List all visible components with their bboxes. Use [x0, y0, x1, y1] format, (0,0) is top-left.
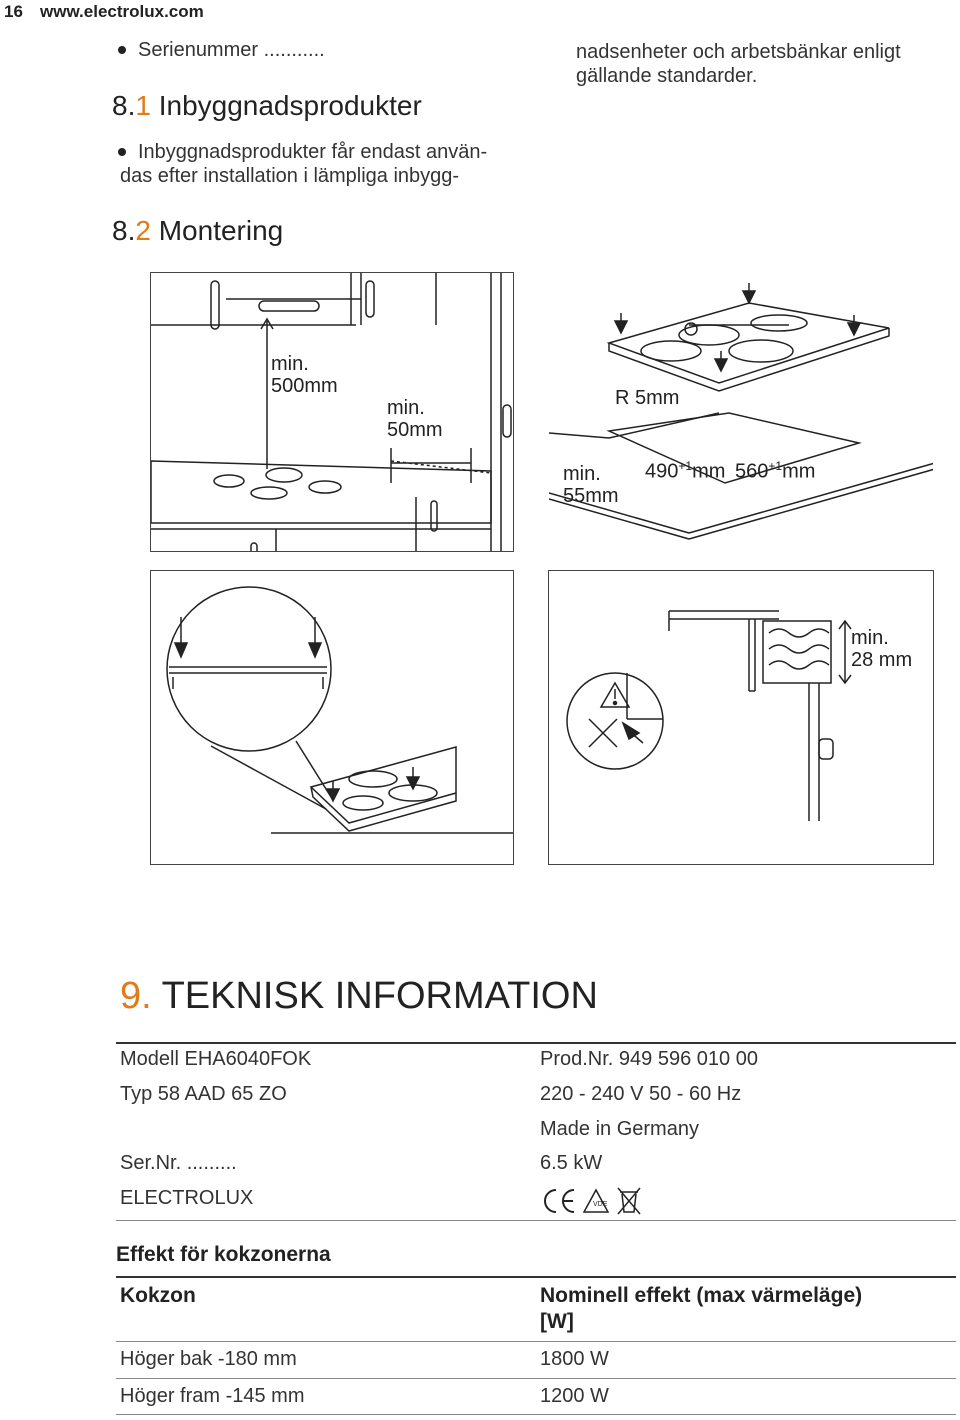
section-title: Inbyggnadsprodukter [158, 90, 422, 121]
bullet-dot [118, 148, 126, 156]
radius-label: R 5mm [615, 387, 680, 409]
table-row-power: 1800 W [540, 1348, 609, 1370]
min-500-label-line1: min. [271, 353, 309, 375]
min-50-label-line1: min. [387, 397, 425, 419]
section-number-accent: 1 [135, 90, 151, 121]
tech-cell: 220 - 240 V 50 - 60 Hz [540, 1083, 742, 1105]
tech-cell: ELECTROLUX [120, 1187, 254, 1209]
figure-cutout-dimensions: R 5mm min. 55mm 490+1mm 560+1mm [548, 272, 934, 552]
seal-detail-illustration [166, 586, 513, 834]
width-value: 560 [735, 460, 769, 483]
page-number: 16 [4, 2, 23, 21]
figure-cabinet-clearance: min. 500mm min. 50mm [150, 272, 514, 552]
table-top-rule [116, 1042, 956, 1044]
table-row-power: 1200 W [540, 1385, 609, 1407]
cabinet-clearance-illustration [151, 273, 512, 551]
bullet-dot [118, 46, 126, 54]
section-title: TEKNISK INFORMATION [161, 975, 598, 1017]
tech-cell: Made in Germany [540, 1118, 699, 1140]
section-8-1-heading: 8.1 Inbyggnadsprodukter [112, 90, 422, 122]
section-title: Montering [158, 215, 284, 246]
header-rule [116, 1341, 956, 1342]
section-number: 9. [120, 975, 152, 1017]
col-header-power-line1: Nominell effekt (max värmeläge) [540, 1284, 863, 1307]
serial-number-bullet: Serienummer ........... [138, 39, 325, 61]
width-tolerance: +1 [768, 459, 783, 473]
table-bottom-rule [116, 1220, 956, 1221]
tech-cell: Ser.Nr. ......... [120, 1152, 237, 1174]
svg-text:VDE: VDE [593, 1201, 608, 1208]
power-section-title: Effekt för kokzonerna [116, 1243, 331, 1266]
section-number-accent: 2 [135, 215, 151, 246]
min-50-label-line2: 50mm [387, 419, 443, 441]
min-28-label-line1: min. [851, 627, 889, 649]
section-9-heading: 9. TEKNISK INFORMATION [120, 975, 598, 1018]
tech-cell: Typ 58 AAD 65 ZO [120, 1083, 287, 1105]
header-url: www.electrolux.com [40, 2, 204, 21]
cutout-depth-label: 490+1mm [645, 455, 725, 483]
depth-unit: mm [692, 460, 726, 483]
table-row-zone: Höger fram -145 mm [120, 1385, 305, 1407]
builtin-text-line-2: das efter installation i lämpliga inbygg… [120, 165, 460, 187]
tech-cell: Modell EHA6040FOK [120, 1048, 312, 1070]
col-header-power-line2: [W] [540, 1310, 574, 1333]
row-rule [116, 1378, 956, 1379]
table-end-rule [116, 1414, 956, 1415]
col-header-zone: Kokzon [120, 1284, 196, 1307]
figure-seal-detail [150, 570, 514, 865]
depth-tolerance: +1 [678, 459, 693, 473]
min-55-label-line1: min. [563, 463, 601, 485]
cutout-illustration [549, 283, 933, 540]
depth-value: 490 [645, 460, 679, 483]
width-unit: mm [782, 460, 816, 483]
min-500-label-line2: 500mm [271, 375, 338, 397]
figure-worktop-thickness: min. 28 mm [548, 570, 934, 865]
tech-cell: Prod.Nr. 949 596 010 00 [540, 1048, 758, 1070]
standards-text-line-2: gällande standarder. [576, 65, 758, 87]
worktop-illustration [566, 610, 852, 821]
standards-text-line-1: nadsenheter och arbetsbänkar enligt [576, 41, 901, 63]
ce-mark-icon: VDE [544, 1187, 641, 1215]
power-table-top-rule [116, 1276, 956, 1278]
section-number: 8. [112, 90, 136, 121]
min-55-label-line2: 55mm [563, 485, 619, 507]
tech-cell: 6.5 kW [540, 1152, 603, 1174]
section-8-2-heading: 8.2 Montering [112, 215, 283, 247]
certification-marks: VDE [538, 1184, 648, 1218]
min-28-label-line2: 28 mm [851, 649, 913, 671]
builtin-text-line-1: Inbyggnadsprodukter får endast använ- [138, 141, 488, 163]
cutout-width-label: 560+1mm [735, 455, 815, 483]
section-number: 8. [112, 215, 136, 246]
table-row-zone: Höger bak -180 mm [120, 1348, 297, 1370]
